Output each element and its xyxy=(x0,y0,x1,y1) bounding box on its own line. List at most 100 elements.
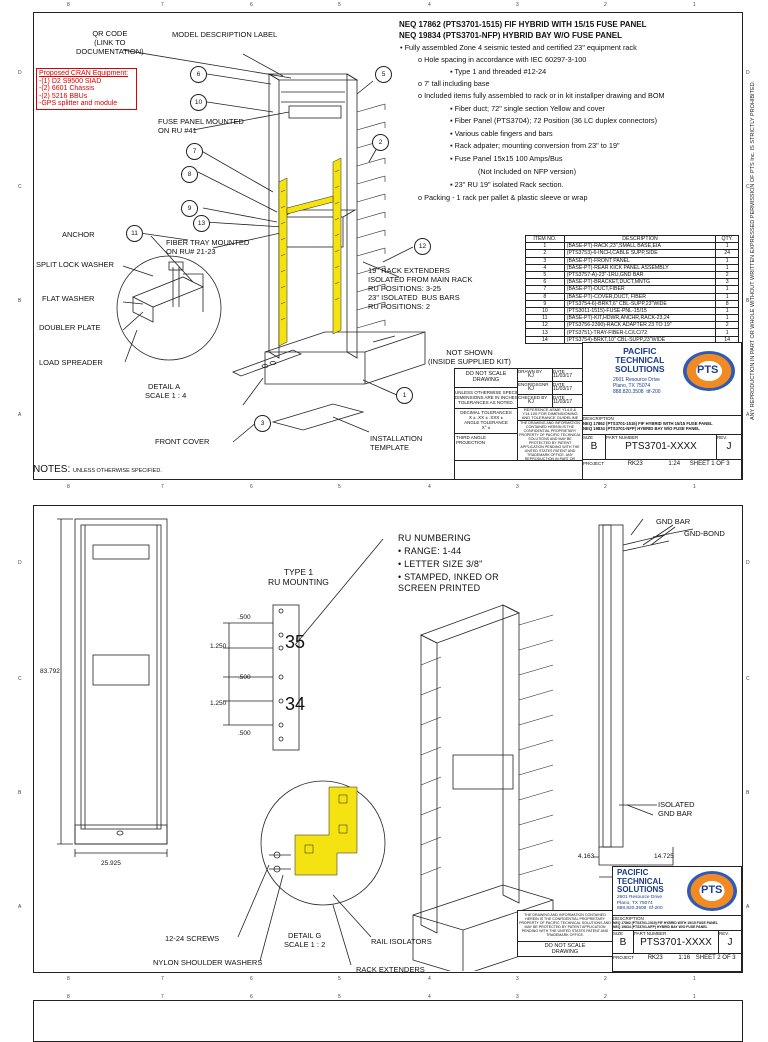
dim-spacing: 1.250 xyxy=(210,700,227,707)
company-logo-area: PACIFIC TECHNICAL SOLUTIONS 2601 Resourc… xyxy=(612,866,742,916)
project-value: RK23 xyxy=(647,955,663,961)
ru-item-text: RANGE: 1-44 xyxy=(404,546,462,556)
item-balloon: 1 xyxy=(396,387,413,404)
bom-cell: 11 xyxy=(525,314,565,323)
checked-value: KJ xyxy=(528,399,534,405)
drawing-sheet-3 xyxy=(33,1000,743,1042)
zone-label: 5 xyxy=(338,2,341,8)
zone-label: 7 xyxy=(161,976,164,982)
zone-label: 6 xyxy=(250,484,253,490)
bom-cell: (PTS3753)-6-INCH,CABLE SUPP,SIDE xyxy=(563,249,717,258)
date-value: 11/03/17 xyxy=(553,373,573,379)
ru-numbering-item: • STAMPED, INKED OR SCREEN PRINTED xyxy=(398,572,499,593)
tb-cell: PART NUMBER PTS3701-XXXX xyxy=(633,930,719,954)
tb-cell: DECIMAL TOLERANCES X ± .XX ± .XXX ± ANGL… xyxy=(454,408,518,434)
spec-line: ▪ Fiber Panel (PTS3704); 72 Position (36… xyxy=(450,116,658,125)
unless-text: UNLESS OTHERWISE SPECIFIED, DIMENSIONS A… xyxy=(455,390,528,405)
tb-cell: CHECKED BY KJ xyxy=(517,394,553,408)
bom-header: ITEM NO. xyxy=(525,234,565,244)
spec-line: ▪ Fuse Panel 15x15 100 Amps/Bus xyxy=(450,154,563,163)
drawn-by-value: KJ xyxy=(528,373,534,379)
tb-cell: DESCRIPTION NEQ 17862 (PTS3701-1515) FIF… xyxy=(582,415,742,435)
scale-value: 1:24 xyxy=(668,461,681,467)
company-address: 2601 Resource Drive Plano, TX 75074 888.… xyxy=(613,377,661,395)
bom-cell: 24 xyxy=(715,249,739,258)
zone-label: 4 xyxy=(428,484,431,490)
bom-row: 12(PTS3756-2390)-RACK ADAPTER 23 TO 19"2 xyxy=(525,321,739,330)
proposed-item: -GPS splitter and module xyxy=(39,100,118,108)
zone-label: C xyxy=(18,184,22,190)
zone-label: 8 xyxy=(67,484,70,490)
zone-label: A xyxy=(746,904,750,910)
zone-label: 3 xyxy=(516,2,519,8)
size-label: SIZE xyxy=(583,435,594,440)
sheet1-header-line-2: NEQ 19834 (PTS3701-NFP) HYBRID BAY W/O F… xyxy=(399,31,623,40)
description-label: DESCRIPTION xyxy=(583,416,614,421)
zone-label: 7 xyxy=(161,994,164,1000)
revision-value: J xyxy=(726,441,732,452)
bom-cell: 1 xyxy=(715,263,739,272)
pts-logo-icon xyxy=(687,871,737,911)
callout-fuse-panel: FUSE PANEL MOUNTED ON RU #41 xyxy=(158,117,244,135)
tb-cell: DATE 11/03/17 xyxy=(552,368,583,382)
zone-label: B xyxy=(746,298,750,304)
sheet-number: SHEET 1 OF 3 xyxy=(689,461,730,467)
spec-line: • Fully assembled Zone 4 seismic tested … xyxy=(400,43,637,52)
callout-gnd-bar: GND BAR xyxy=(656,517,691,526)
ru-item-text: STAMPED, INKED OR SCREEN PRINTED xyxy=(398,572,499,593)
zone-label: 7 xyxy=(161,484,164,490)
bom-header-row: ITEM NO. DESCRIPTION QTY. xyxy=(525,234,739,244)
zone-label: C xyxy=(746,184,750,190)
bom-cell: 9 xyxy=(525,299,565,308)
item-balloon: 9 xyxy=(181,200,198,217)
item-balloon: 5 xyxy=(375,66,392,83)
bom-cell: 13 xyxy=(525,328,565,337)
do-not-scale-text: DO NOT SCALE DRAWING xyxy=(544,943,586,955)
size-label: SIZE xyxy=(613,931,624,936)
tb-cell: SIZE B xyxy=(582,434,606,460)
callout-front-cover: FRONT COVER xyxy=(155,437,210,446)
tb-cell: THE DRAWING AND INFORMATION CONTAINED HE… xyxy=(517,420,583,461)
item-balloon: 11 xyxy=(126,225,143,242)
description-label: DESCRIPTION xyxy=(613,916,644,921)
ru-numbering-item: • LETTER SIZE 3/8" xyxy=(398,559,483,569)
notes-label: NOTES: UNLESS OTHERWISE SPECIFIED. xyxy=(33,464,162,475)
pts-logo-icon xyxy=(683,351,735,391)
zone-label: 3 xyxy=(516,484,519,490)
confidential-text: THE DRAWING AND INFORMATION CONTAINED HE… xyxy=(519,913,611,937)
zone-label: 8 xyxy=(67,2,70,8)
zone-label: A xyxy=(746,412,750,418)
bom-cell: 12 xyxy=(525,321,565,330)
zone-label: D xyxy=(18,70,22,76)
tb-cell: UNLESS OTHERWISE SPECIFIED, DIMENSIONS A… xyxy=(454,387,528,409)
proposed-equipment-box: Proposed CRAN Equipment: -(1) D2 S9500 S… xyxy=(36,68,137,110)
sheet-number: SHEET 2 OF 3 xyxy=(695,955,736,961)
tb-cell: PROJECT RK23 1:24 SHEET 1 OF 3 xyxy=(582,459,742,480)
tb-cell: REV. J xyxy=(716,434,742,460)
bom-cell: (BASE-PT)-DUCT,FIBER xyxy=(563,285,717,294)
callout-isolated-gnd-bar: ISOLATED GND BAR xyxy=(658,800,695,818)
date-label: DATE xyxy=(553,382,565,387)
detail-g-scale: SCALE 1 : 2 xyxy=(284,940,326,949)
spec-line: o 7' tall including base xyxy=(418,79,490,88)
revision-value: J xyxy=(727,937,733,948)
callout-installation-template: INSTALLATION TEMPLATE xyxy=(370,434,423,452)
ru-number-34: 34 xyxy=(285,694,306,714)
callout-not-shown: NOT SHOWN (INSIDE SUPPLIED KIT) xyxy=(428,348,511,366)
callout-doubler-plate: DOUBLER PLATE xyxy=(39,323,101,332)
tb-cell: THIRD ANGLE PROJECTION xyxy=(454,433,518,461)
zone-label: A xyxy=(18,412,22,418)
do-not-scale-text: DO NOT SCALE DRAWING xyxy=(465,371,507,383)
zone-label: 1 xyxy=(693,976,696,982)
notes-subtitle: UNLESS OTHERWISE SPECIFIED. xyxy=(73,468,162,474)
bom-cell: (PTS3011-1515)-FUSE-PNL-15/15 xyxy=(563,306,717,316)
zone-label: 6 xyxy=(250,2,253,8)
zone-label: D xyxy=(746,560,750,566)
decimal-tolerance-label: DECIMAL TOLERANCES xyxy=(460,410,512,415)
